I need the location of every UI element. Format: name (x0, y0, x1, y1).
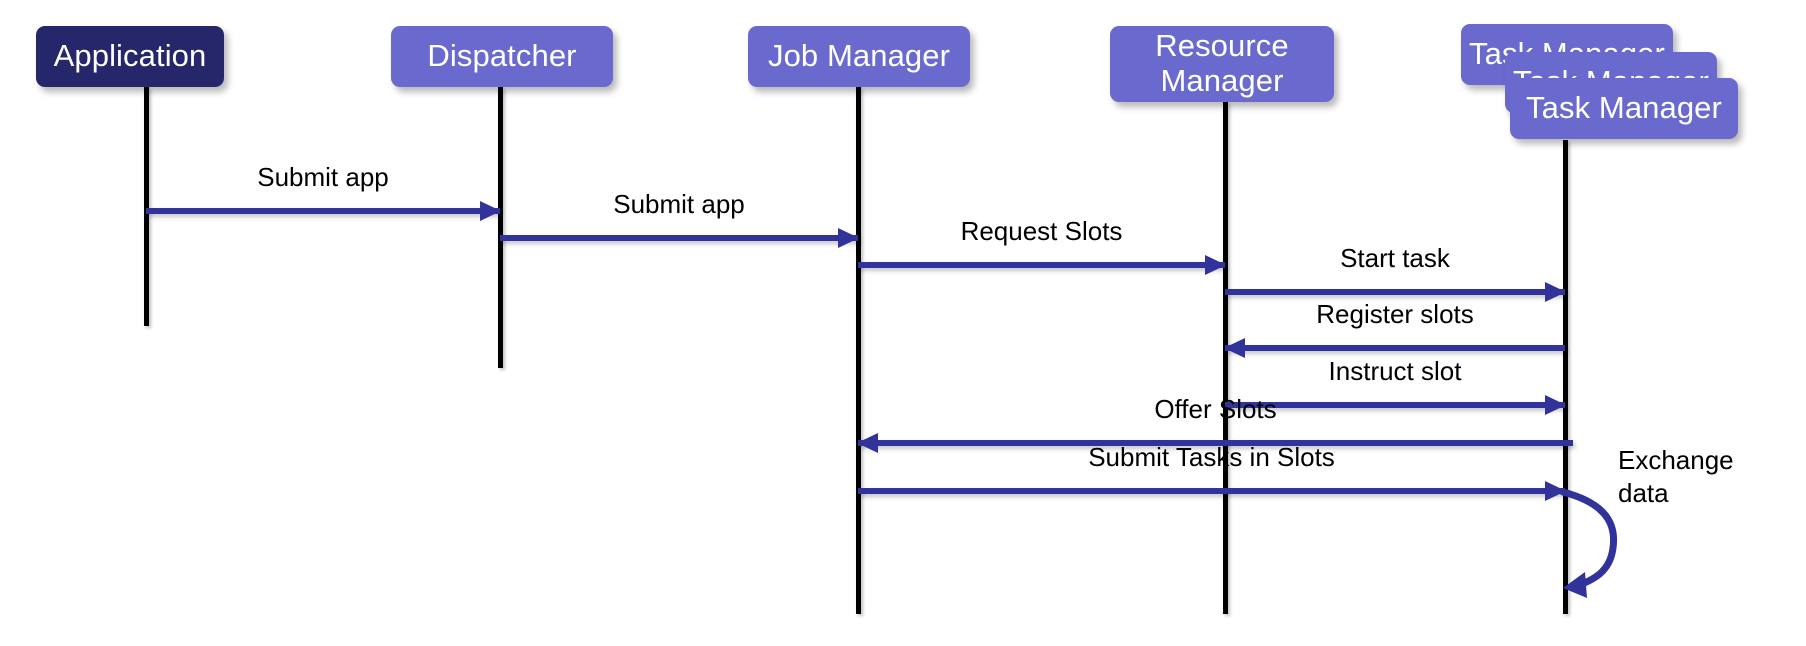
arrowhead-icon (1545, 282, 1566, 302)
participant-label: Job Manager (767, 38, 951, 74)
message-line (146, 208, 500, 214)
lifeline-resource-manager (1223, 102, 1228, 614)
self-message-label: Exchange data (1618, 445, 1734, 508)
participant-resource-manager[interactable]: Resource Manager (1110, 26, 1334, 102)
message-label-submit-app-2: Submit app (613, 189, 745, 219)
message-label-instruct-slot: Instruct slot (1328, 356, 1462, 386)
message-submit-tasks-in-slots: Submit Tasks in Slots (858, 442, 1566, 501)
message-label-request-slots: Request Slots (960, 216, 1123, 246)
self-message-exchange-data (1555, 486, 1645, 606)
arrowhead-icon (1224, 338, 1245, 358)
arrowhead-icon (1205, 255, 1226, 275)
message-label-offer-slots: Offer Slots (1154, 394, 1277, 424)
message-offer-slots: Offer Slots (857, 394, 1573, 453)
arrowhead-icon (1545, 395, 1566, 415)
message-label-submit-tasks-in-slots: Submit Tasks in Slots (1088, 442, 1335, 472)
participant-dispatcher[interactable]: Dispatcher (391, 26, 613, 87)
message-line (1225, 402, 1565, 408)
message-label-start-task: Start task (1340, 243, 1450, 273)
message-line (858, 488, 1565, 494)
message-register-slots: Register slots (1224, 299, 1565, 358)
arrowhead-icon (1545, 481, 1566, 501)
message-instruct-slot: Instruct slot (1225, 356, 1566, 415)
message-line (500, 235, 858, 241)
lifeline-application (144, 87, 149, 326)
lifeline-job-manager (856, 87, 861, 614)
participant-task-manager-3[interactable]: Task Manager (1510, 78, 1738, 139)
message-label-submit-app-1: Submit app (257, 162, 389, 192)
participant-label: Resource Manager (1155, 28, 1289, 98)
message-line (1225, 345, 1565, 351)
lifeline-dispatcher (498, 87, 503, 368)
participant-label: Task Manager (1526, 90, 1722, 126)
arrowhead-icon (480, 201, 501, 221)
participant-label: Dispatcher (427, 38, 577, 74)
participant-label: Application (53, 38, 207, 74)
lifeline-task-manager (1563, 140, 1568, 614)
participant-application[interactable]: Application (36, 26, 224, 87)
arrowhead-icon (838, 228, 859, 248)
message-label-register-slots: Register slots (1316, 299, 1474, 329)
message-line (858, 440, 1573, 446)
message-submit-app-1: Submit app (146, 162, 501, 221)
participant-job-manager[interactable]: Job Manager (748, 26, 970, 87)
arrowhead-icon (857, 433, 878, 453)
message-line (858, 262, 1225, 268)
message-request-slots: Request Slots (858, 216, 1226, 275)
message-line (1225, 289, 1565, 295)
message-start-task: Start task (1225, 243, 1566, 302)
message-submit-app-2: Submit app (500, 189, 859, 248)
